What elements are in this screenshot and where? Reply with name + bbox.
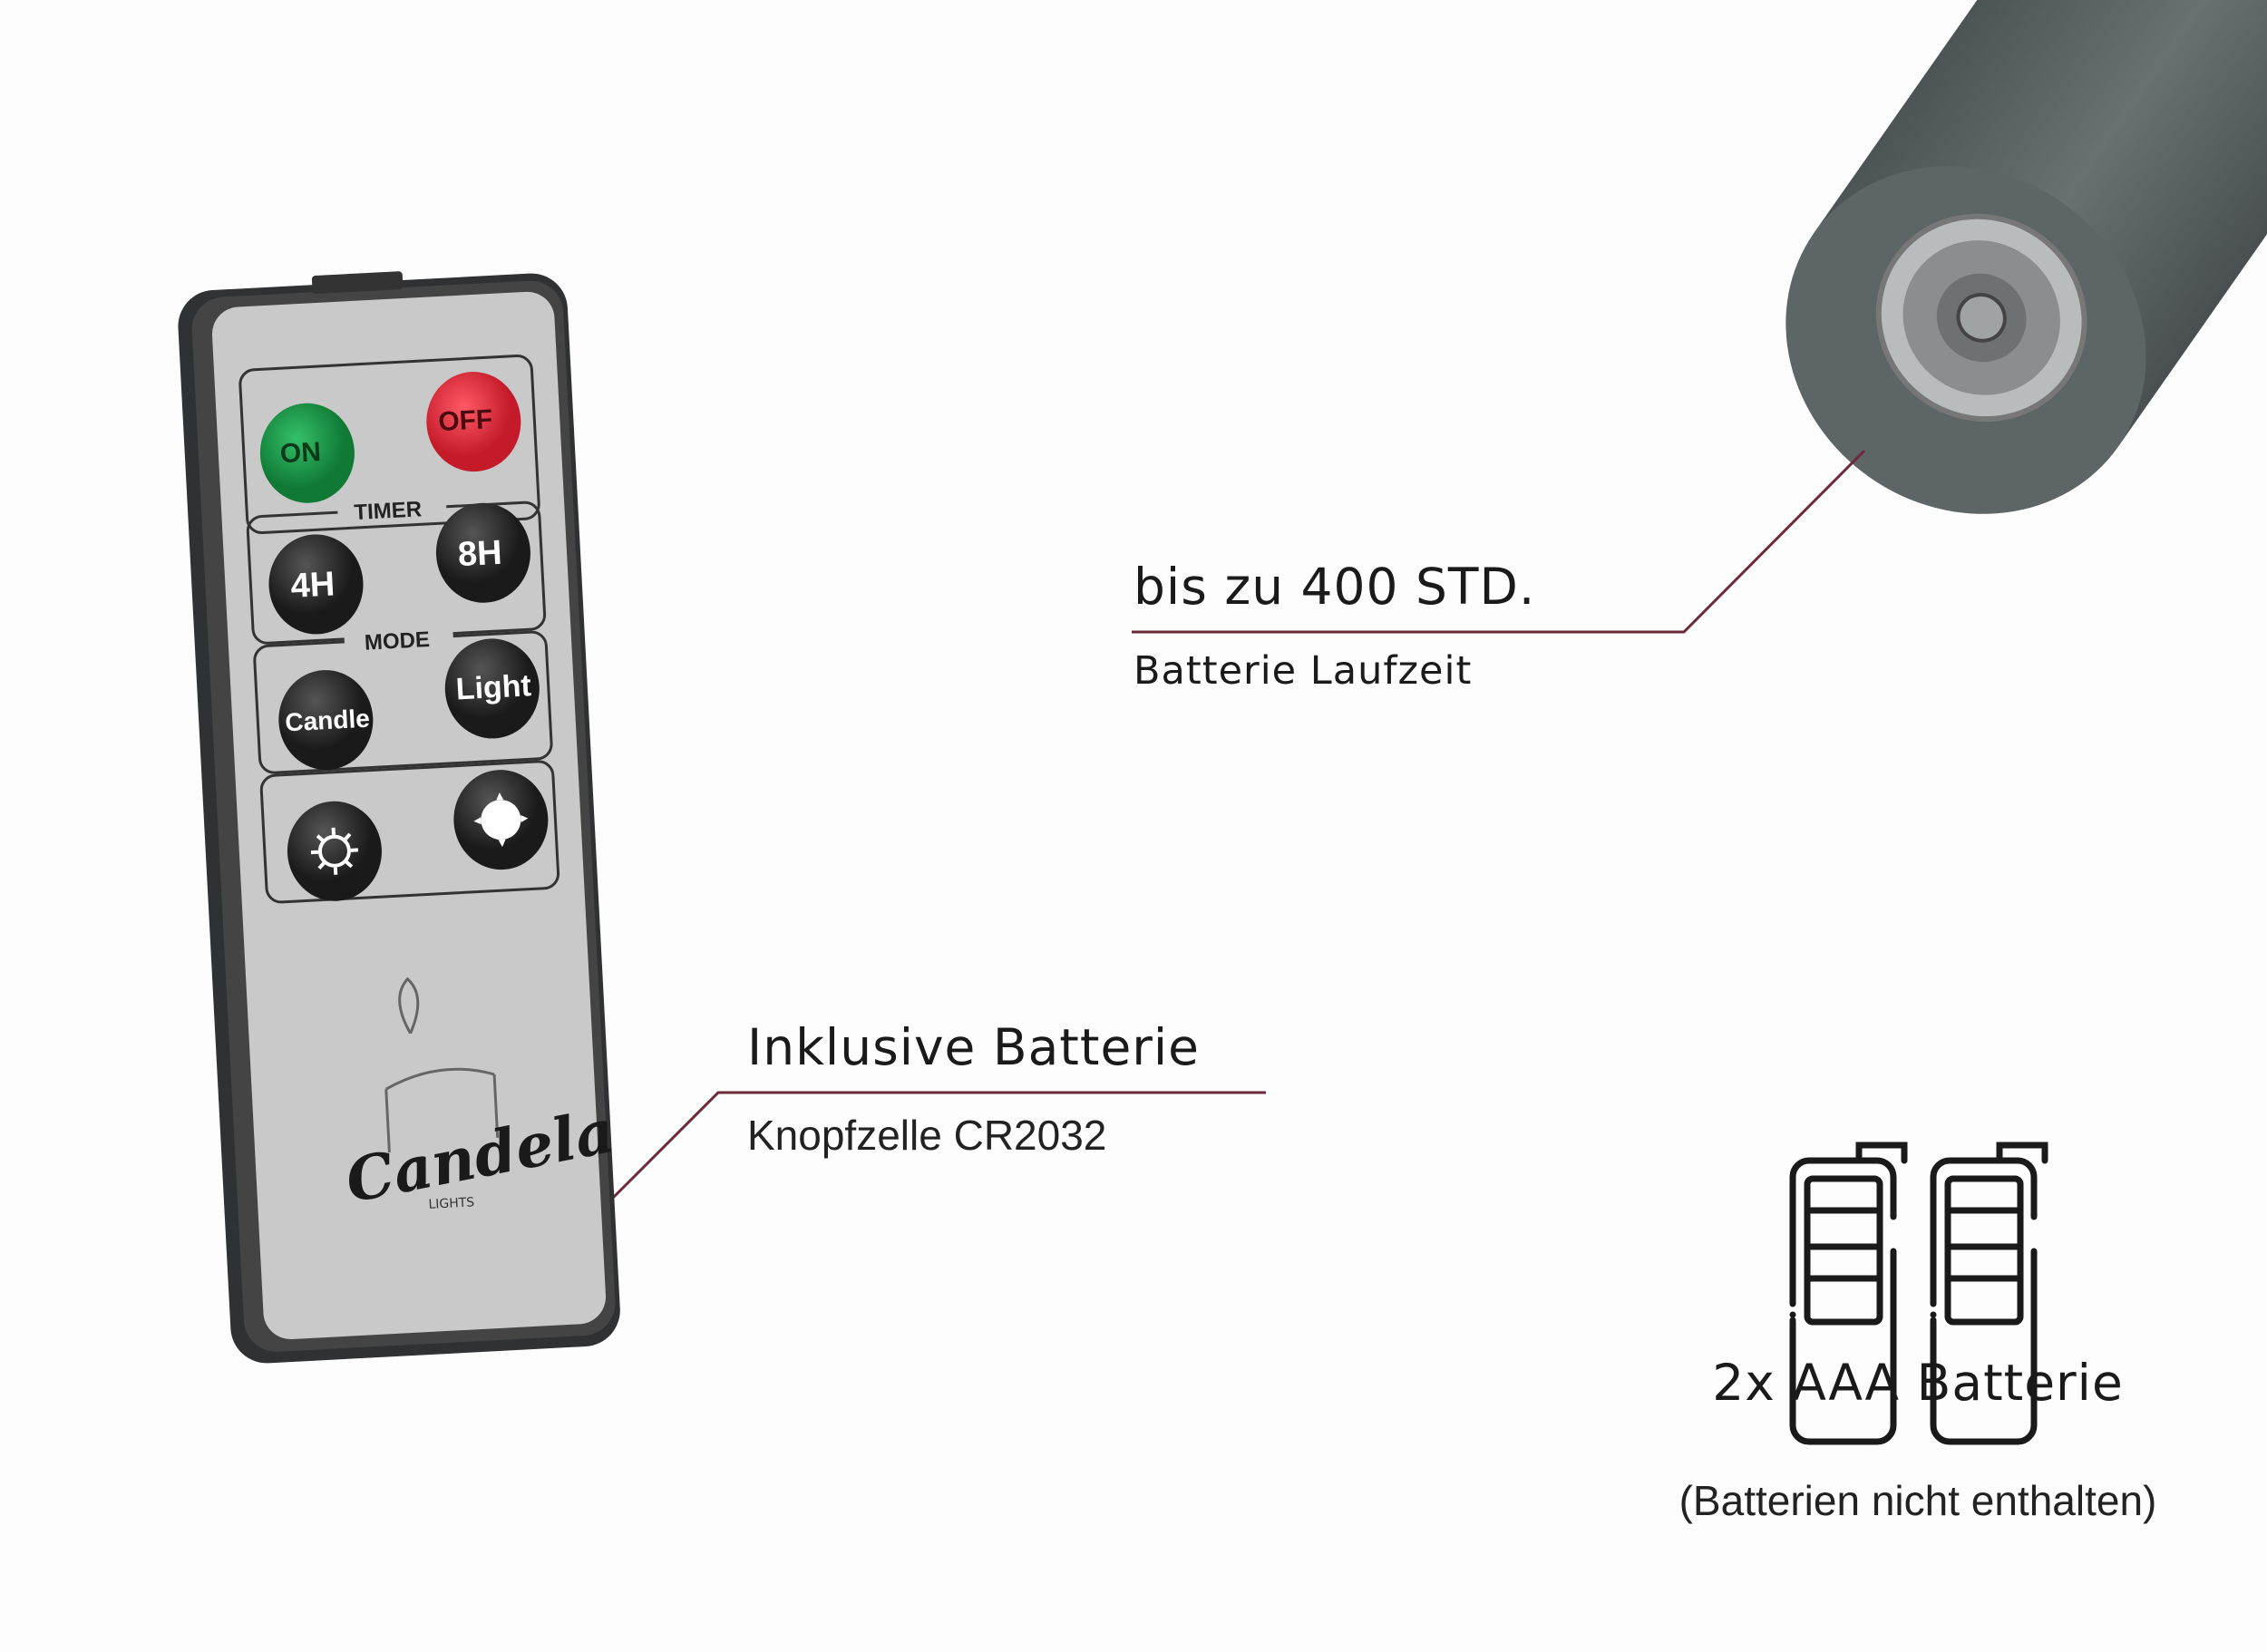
runtime-title: bis zu 400 STD.	[1134, 558, 1536, 616]
8h-button	[435, 502, 530, 603]
off-button	[426, 372, 521, 472]
4h-button	[268, 534, 364, 635]
candle-button	[278, 670, 374, 771]
aaa-battery-icon	[1789, 1142, 2048, 1445]
aaa-battery-note: (Batterien nicht enthalten)	[1678, 1477, 2157, 1524]
candle-button-label[interactable]: Candle	[284, 704, 371, 737]
4h-button-label[interactable]: 4H	[289, 565, 336, 606]
candle-cylinder	[1785, 0, 2267, 514]
sun-large-icon	[473, 792, 529, 848]
remote-battery-subtitle: Knopfzelle CR2032	[747, 1112, 1107, 1159]
runtime-callout-line	[1132, 449, 1866, 634]
on-button	[259, 403, 355, 503]
runtime-subtitle: Batterie Laufzeit	[1134, 648, 1473, 694]
remote-callout-line	[598, 1091, 1266, 1213]
sun-small-icon	[310, 827, 359, 875]
on-button-label[interactable]: ON	[279, 436, 322, 470]
remote-battery-title: Inklusive Batterie	[747, 1018, 1201, 1076]
light-button-label[interactable]: Light	[454, 668, 532, 707]
8h-button-label[interactable]: 8H	[456, 533, 503, 575]
candle-logo-icon	[384, 977, 500, 1153]
aaa-battery-title: 2x AAA Batterie	[1712, 1354, 2124, 1412]
off-button-label[interactable]: OFF	[437, 404, 494, 438]
light-button	[444, 638, 540, 739]
brightness-down-button	[287, 801, 382, 901]
remote-control	[178, 271, 620, 1364]
